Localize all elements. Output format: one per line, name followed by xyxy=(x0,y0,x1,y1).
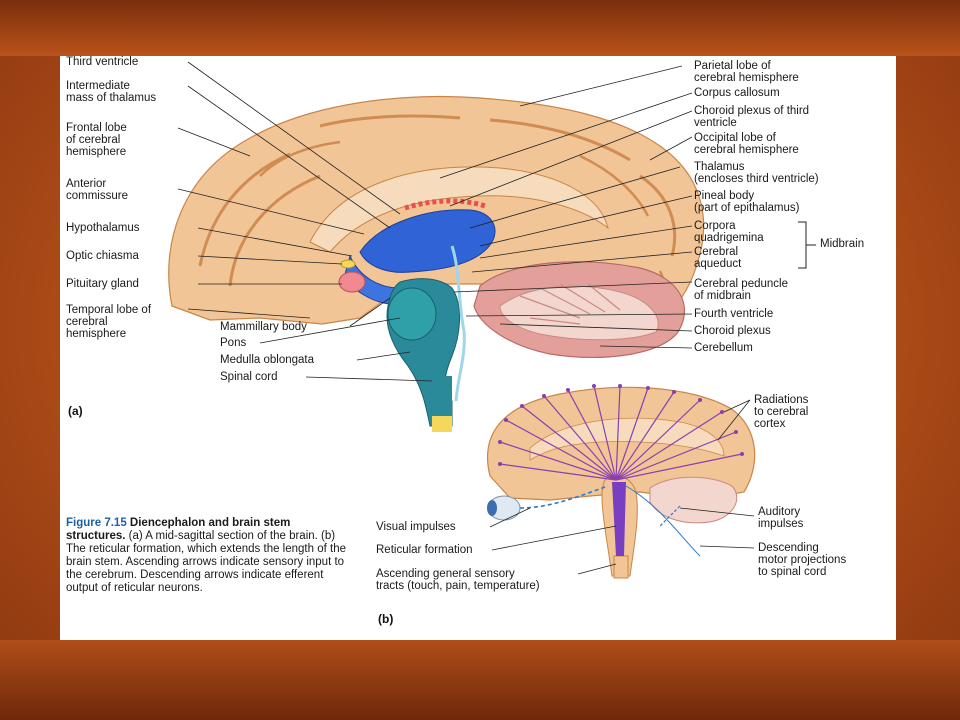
label-choroid-plexus-third: Choroid plexus of third ventricle xyxy=(694,105,810,129)
label-pituitary-gland: Pituitary gland xyxy=(66,278,139,290)
brain-b xyxy=(486,384,756,579)
label-anterior-commissure: Anterior commissure xyxy=(66,178,128,202)
label-medulla-oblongata: Medulla oblongata xyxy=(220,354,314,366)
caption-figure-number: Figure 7.15 xyxy=(66,517,127,529)
panel-a-letter: (a) xyxy=(68,404,83,418)
label-parietal-lobe: Parietal lobe of cerebral hemisphere xyxy=(694,60,799,84)
label-temporal-lobe: Temporal lobe of cerebral hemisphere xyxy=(66,304,152,340)
label-midbrain: Midbrain xyxy=(820,238,865,250)
pons xyxy=(387,287,437,341)
label-visual-impulses: Visual impulses xyxy=(376,521,456,533)
label-pons: Pons xyxy=(220,337,247,349)
label-ascending-tracts: Ascending general sensory tracts (touch,… xyxy=(376,568,540,592)
figure-panel: Third ventricle Intermediate mass of tha… xyxy=(60,56,896,640)
label-optic-chiasma: Optic chiasma xyxy=(66,250,139,262)
label-choroid-plexus: Choroid plexus xyxy=(694,325,771,337)
pituitary-gland xyxy=(338,271,366,293)
label-mammillary-body: Mammillary body xyxy=(220,321,307,333)
label-fourth-ventricle: Fourth ventricle xyxy=(694,308,774,320)
midbrain-bracket xyxy=(798,221,816,269)
label-reticular-formation: Reticular formation xyxy=(376,544,473,556)
label-thalamus: Thalamus (encloses third ventricle) xyxy=(694,161,819,185)
radiation-arrows xyxy=(499,385,743,481)
caption-title: Diencephalon and brain stem structures. xyxy=(66,517,291,542)
label-hypothalamus: Hypothalamus xyxy=(66,222,140,234)
label-radiations: Radiations to cerebral cortex xyxy=(754,394,809,430)
optic-chiasma xyxy=(340,259,356,269)
cerebellum xyxy=(473,261,686,358)
leader-lines-b xyxy=(489,399,755,575)
label-corpus-callosum: Corpus callosum xyxy=(694,87,780,99)
thalamus-region xyxy=(359,209,496,273)
label-cerebellum: Cerebellum xyxy=(694,342,753,354)
label-pineal-body: Pineal body (part of epithalamus) xyxy=(694,190,800,214)
label-intermediate-mass: Intermediate mass of thalamus xyxy=(66,80,157,104)
slide-top-band xyxy=(0,0,960,56)
label-corpora-quadrigemina: Corpora quadrigemina xyxy=(694,220,764,244)
panel-b-letter: (b) xyxy=(378,612,394,626)
label-spinal-cord: Spinal cord xyxy=(220,371,278,383)
label-descending-motor: Descending motor projections to spinal c… xyxy=(758,542,847,578)
slide-bottom-band xyxy=(0,640,960,720)
brain-diagram xyxy=(168,61,816,579)
fourth-ventricle xyxy=(450,245,466,402)
label-third-ventricle: Third ventricle xyxy=(66,56,139,68)
label-occipital-lobe: Occipital lobe of cerebral hemisphere xyxy=(694,132,799,156)
choroid-plexus-third xyxy=(404,198,486,211)
spinal-cord xyxy=(432,376,452,426)
label-auditory-impulses: Auditory impulses xyxy=(758,506,804,530)
label-cerebral-peduncle: Cerebral peduncle of midbrain xyxy=(694,278,788,302)
label-cerebral-aqueduct: Cerebral aqueduct xyxy=(694,246,742,270)
leader-lines-a xyxy=(177,61,693,382)
reticular-formation-column xyxy=(612,482,626,556)
figure-caption: Figure 7.15 Diencephalon and brain stem … xyxy=(66,517,346,595)
label-frontal-lobe: Frontal lobe of cerebral hemisphere xyxy=(66,122,127,158)
caption-body: (a) A mid-sagittal section of the brain.… xyxy=(66,530,346,594)
